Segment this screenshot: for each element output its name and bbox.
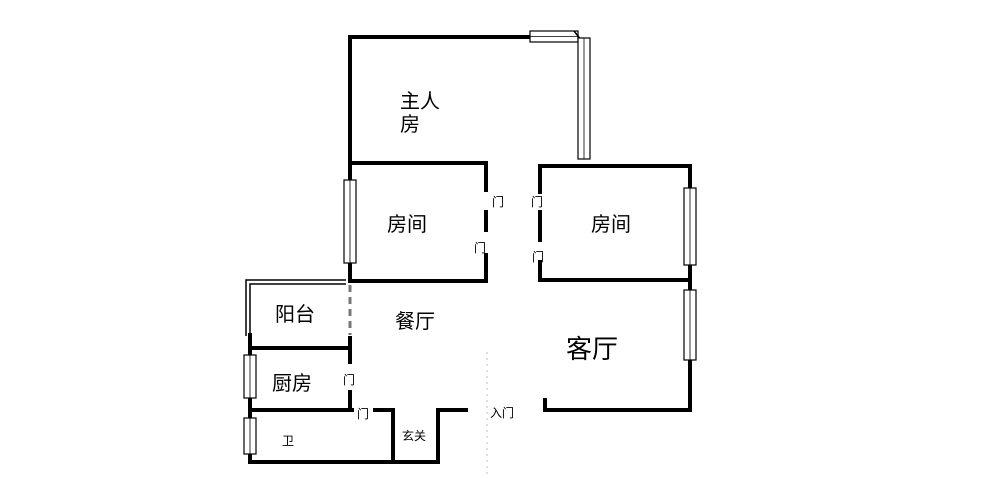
door-label-e: 门 [343,372,355,387]
room-living-label: 客厅 [566,335,618,365]
door-label-f: 门 [357,406,369,421]
walls [248,35,692,464]
room-master-label-line1: 主人 [400,89,440,113]
balcony-railing-inner [249,283,346,336]
door-label-c: 门 [531,194,543,209]
room-foyer-label: 玄关 [402,428,426,443]
room-bedroom-right-label: 房间 [591,212,631,236]
room-balcony-label: 阳台 [275,302,315,326]
room-kitchen-label: 厨房 [272,371,312,395]
room-dining-label: 餐厅 [395,309,435,333]
entrance-label: 入门 [490,405,514,420]
room-bedroom-left-label: 房间 [387,212,427,236]
door-label-d: 门 [532,249,544,264]
door-label-a: 门 [492,194,504,209]
balcony-railing [245,279,346,336]
door-label-b: 门 [474,240,486,255]
room-bathroom-label: 卫 [282,434,294,448]
windows [243,30,697,455]
room-master-label-line2: 房 [400,112,420,136]
